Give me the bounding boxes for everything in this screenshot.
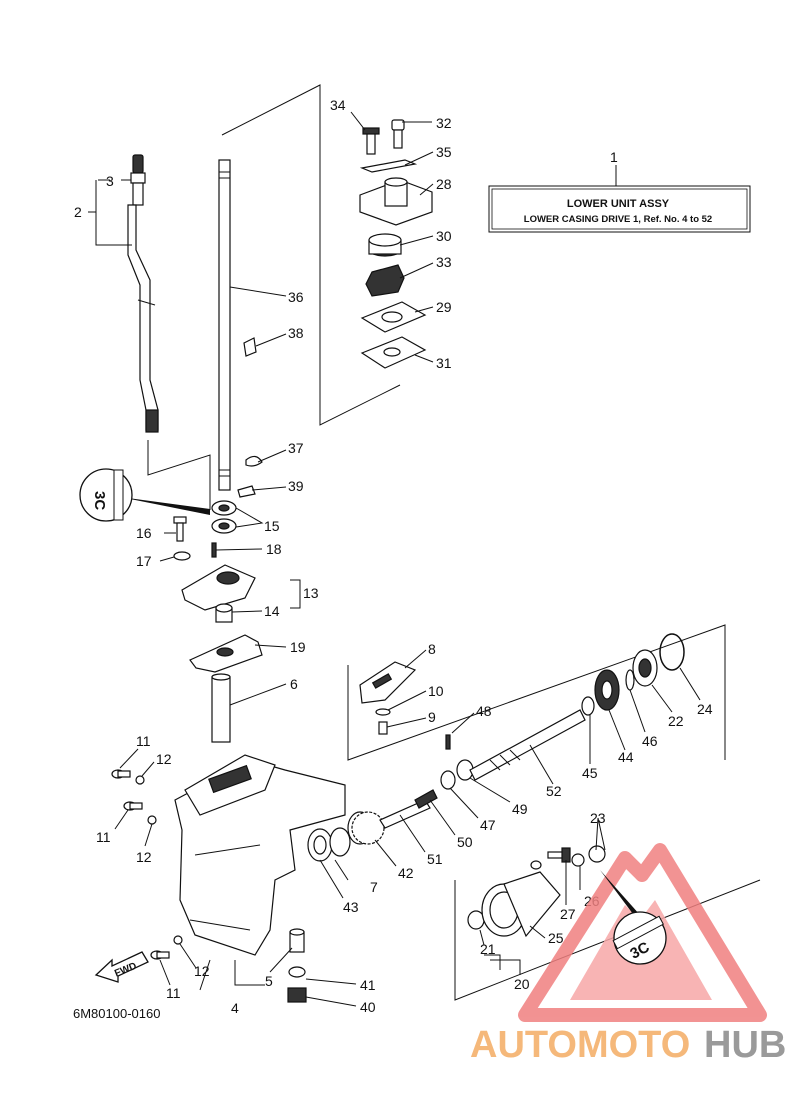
watermark-automoto: AUTOMOTO	[470, 1024, 690, 1066]
callout-23: 23	[590, 810, 606, 826]
callout-16: 16	[136, 525, 152, 541]
drain-screw-group	[287, 928, 307, 1003]
callout-43: 43	[343, 899, 359, 915]
bearings-clips	[211, 455, 263, 534]
lower-casing	[174, 754, 346, 991]
loctite-circle: 3C	[79, 468, 210, 522]
leader-lines	[114, 111, 701, 1007]
callout-7: 7	[370, 879, 378, 895]
callout-29: 29	[436, 299, 452, 315]
callout-30: 30	[436, 228, 452, 244]
callout-36: 36	[288, 289, 304, 305]
callout-2: 2	[74, 204, 82, 220]
fwd-arrow: FWD	[94, 951, 149, 983]
watermark-text: AUTOMOTO HUB	[470, 1024, 786, 1066]
callout-9: 9	[428, 709, 436, 725]
svg-text:3C: 3C	[91, 491, 108, 510]
callout-13: 13	[303, 585, 319, 601]
callout-12-mid: 12	[136, 849, 152, 865]
callout-15: 15	[264, 518, 280, 534]
callout-25: 25	[548, 930, 564, 946]
callout-21: 21	[480, 941, 496, 957]
water-pump-group	[359, 119, 433, 369]
callout-11-bottom: 11	[166, 985, 181, 1001]
title-box-subtitle: LOWER CASING DRIVE 1, Ref. No. 4 to 52	[524, 214, 712, 225]
bearing-housing-group	[467, 845, 606, 938]
loctite-circle-lower: 3C	[600, 870, 667, 965]
upper-housing-group	[173, 516, 301, 673]
water-tube	[211, 673, 231, 743]
title-box-title: LOWER UNIT ASSY	[567, 198, 670, 210]
propeller-shaft-group	[307, 633, 685, 862]
callout-47: 47	[480, 817, 496, 833]
callout-17: 17	[136, 553, 152, 569]
callout-31: 31	[436, 355, 452, 371]
callout-35: 35	[436, 144, 452, 160]
callout-22: 22	[668, 713, 684, 729]
callout-12-bottom: 12	[194, 963, 210, 979]
callout-19: 19	[290, 639, 306, 655]
callout-41: 41	[360, 977, 376, 993]
callout-27: 27	[560, 906, 576, 922]
title-box: 1 LOWER UNIT ASSY LOWER CASING DRIVE 1, …	[488, 149, 751, 233]
casing-screws	[111, 769, 183, 960]
callout-51: 51	[427, 851, 443, 867]
callout-24: 24	[697, 701, 713, 717]
callout-6: 6	[290, 676, 298, 692]
callout-12-top: 12	[156, 751, 172, 767]
callout-11-top: 11	[136, 733, 151, 749]
callout-1: 1	[610, 149, 618, 165]
cover-plate	[359, 661, 417, 735]
callout-18: 18	[266, 541, 282, 557]
callout-50: 50	[457, 834, 473, 850]
callout-46: 46	[642, 733, 658, 749]
callout-32: 32	[436, 115, 452, 131]
callout-39: 39	[288, 478, 304, 494]
callout-10: 10	[428, 683, 444, 699]
callout-42: 42	[398, 865, 414, 881]
callout-48: 48	[476, 703, 492, 719]
callout-33: 33	[436, 254, 452, 270]
callout-11-mid: 11	[96, 829, 111, 845]
callout-3: 3	[106, 173, 114, 189]
callout-52: 52	[546, 783, 562, 799]
watermark-hub: HUB	[704, 1024, 786, 1066]
callout-20: 20	[514, 976, 530, 992]
callout-44: 44	[618, 749, 634, 765]
callout-34: 34	[330, 97, 346, 113]
diagram-code: 6M80100-0160	[73, 1006, 160, 1021]
shift-rod-assembly	[88, 154, 211, 510]
callout-38: 38	[288, 325, 304, 341]
callout-8: 8	[428, 641, 436, 657]
callout-37: 37	[288, 440, 304, 456]
callout-4: 4	[231, 1000, 239, 1016]
callout-28: 28	[436, 176, 452, 192]
callout-14: 14	[264, 603, 280, 619]
drive-shaft	[218, 159, 257, 491]
callout-49: 49	[512, 801, 528, 817]
callout-45: 45	[582, 765, 598, 781]
callout-40: 40	[360, 999, 376, 1015]
callout-5: 5	[265, 973, 273, 989]
